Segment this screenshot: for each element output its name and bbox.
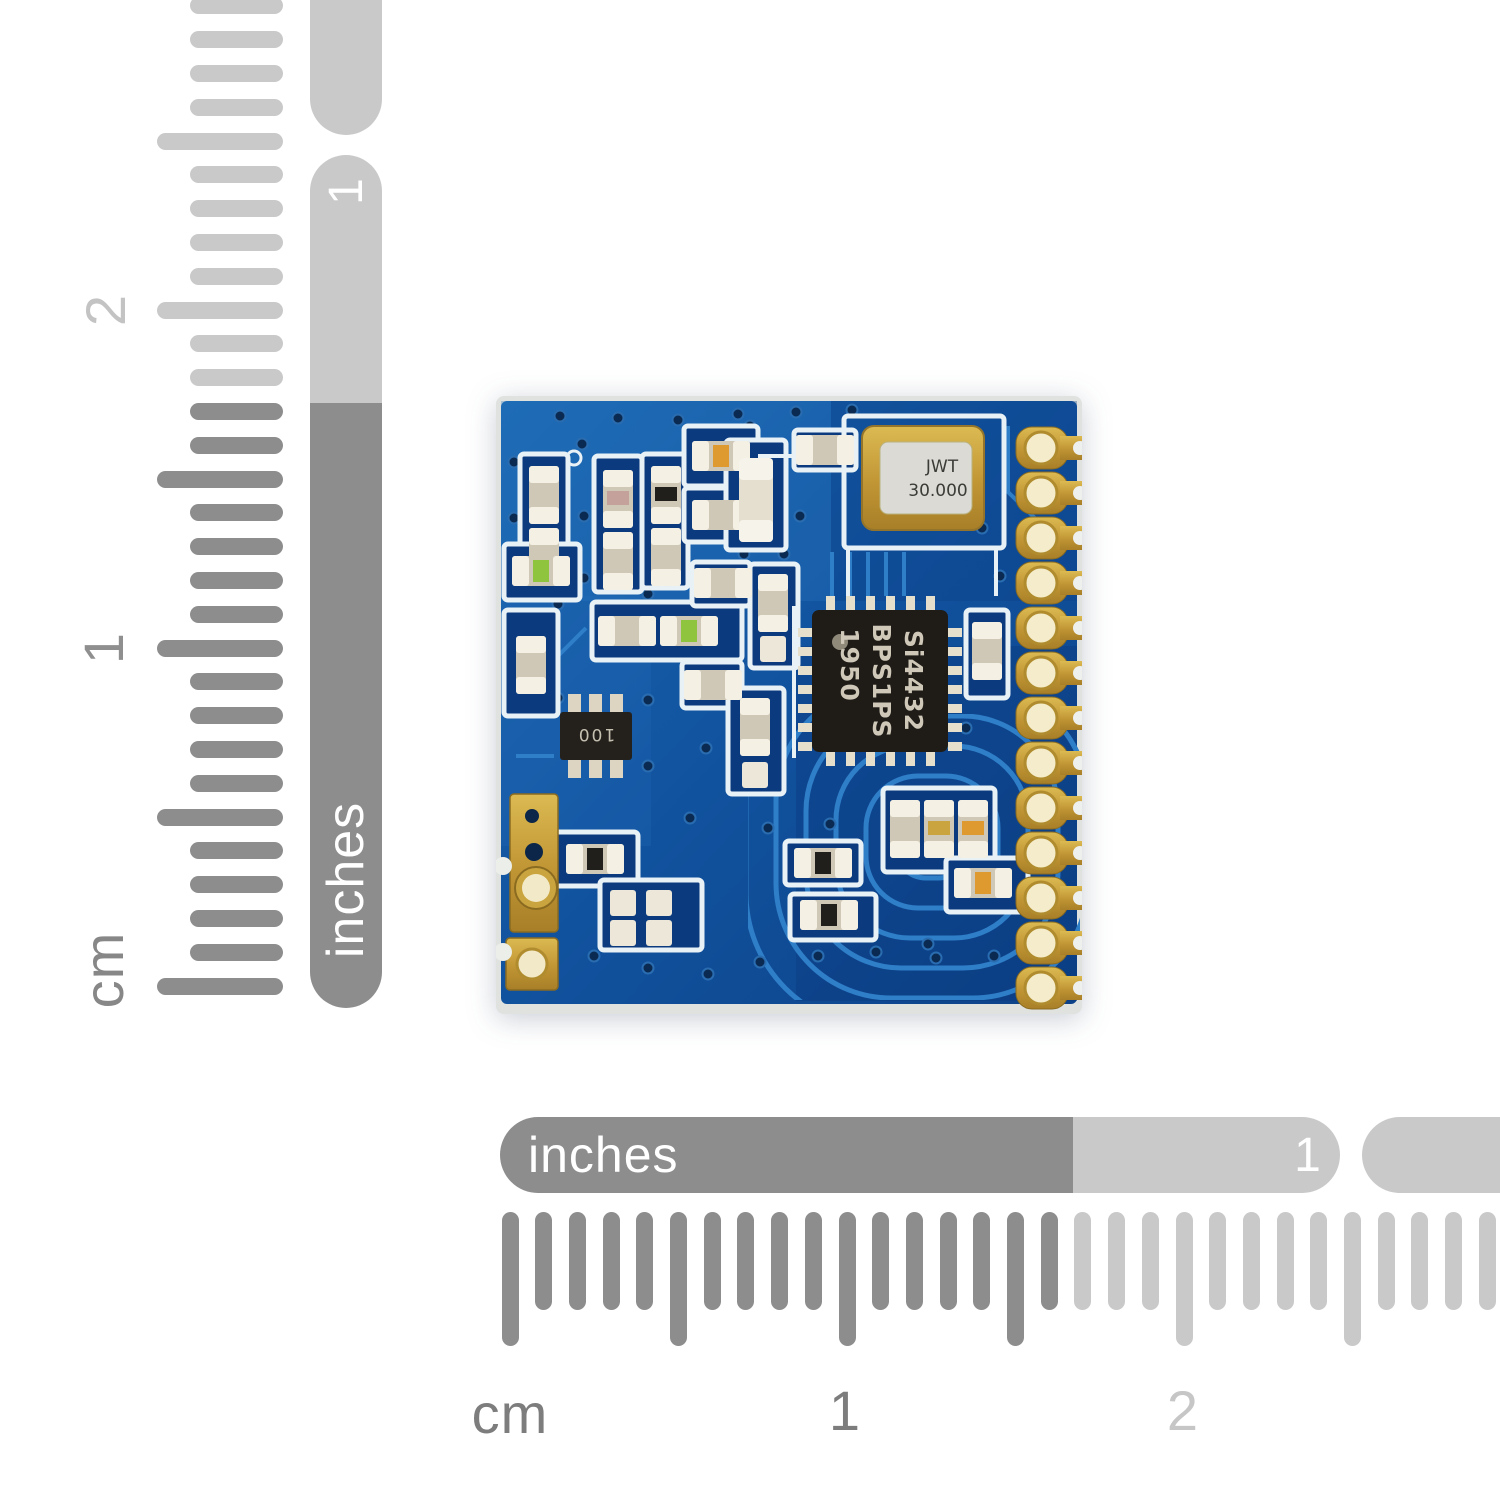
mm-minor-tick (190, 774, 283, 792)
crystal-marking-line2: 30.000 (908, 481, 967, 501)
smd-components (512, 435, 1012, 946)
mm-minor-tick (1108, 1212, 1126, 1310)
mm-minor-tick (1040, 1212, 1058, 1310)
antenna-pads (494, 793, 559, 991)
mm-minor-tick (1141, 1212, 1159, 1310)
horizontal-inches-band (500, 1117, 1340, 1193)
mm-minor-tick (568, 1212, 586, 1310)
mm-minor-tick (190, 267, 283, 285)
ic-marking-line2: BPS1PS (867, 623, 896, 738)
mm-minor-tick (535, 1212, 553, 1310)
mm-minor-tick (190, 369, 283, 387)
cm-major-tick (501, 1212, 519, 1346)
castellated-pad (1015, 561, 1087, 605)
mm-minor-tick (190, 200, 283, 218)
mm-minor-tick (190, 335, 283, 353)
mm-minor-tick (1445, 1212, 1463, 1310)
horizontal-inch-number-1: 1 (1294, 1128, 1322, 1182)
mm-minor-tick (190, 402, 283, 420)
mm-minor-tick (190, 673, 283, 691)
mm-minor-tick (1242, 1212, 1260, 1310)
mm-minor-tick (771, 1212, 789, 1310)
mm-minor-tick (190, 605, 283, 623)
mm-minor-tick (1074, 1212, 1092, 1310)
castellated-pad (1015, 606, 1087, 650)
mm-minor-tick (1377, 1212, 1395, 1310)
mm-minor-tick (190, 0, 283, 15)
cm-major-tick (157, 470, 283, 488)
mm-minor-tick (804, 1212, 822, 1310)
cm-major-tick (1175, 1212, 1193, 1346)
mm-minor-tick (190, 909, 283, 927)
ic-marking-line3: 1950 (835, 628, 864, 702)
transistor-marking: 100 (577, 724, 615, 744)
crystal-oscillator: JWT 30.000 (861, 425, 985, 531)
mm-minor-tick (1209, 1212, 1227, 1310)
mm-minor-tick (190, 98, 283, 116)
vertical-inches-unit-label: inches (317, 801, 375, 959)
mm-minor-tick (703, 1212, 721, 1310)
crystal-marking-line1: JWT (925, 457, 959, 477)
cm-major-tick (157, 808, 283, 826)
cm-major-tick (670, 1212, 687, 1346)
vertical-cm-unit-label: cm (71, 931, 135, 1009)
ic-pin1-dot (832, 634, 848, 650)
mm-minor-tick (1276, 1212, 1294, 1310)
horizontal-cm-unit-label: cm (471, 1381, 549, 1445)
cm-major-tick (1007, 1212, 1024, 1346)
castellated-pad (1015, 516, 1087, 560)
cm-major-tick (157, 132, 283, 150)
mm-minor-tick (190, 64, 283, 82)
mm-minor-tick (1478, 1212, 1496, 1310)
mm-minor-tick (190, 504, 283, 522)
mm-minor-tick (872, 1212, 890, 1310)
ic-chip-si4432: Si4432 BPS1PS 1950 (798, 596, 962, 766)
castellated-pad (1015, 696, 1087, 740)
castellated-pad (1015, 651, 1087, 695)
pcb-module: JWT 30.000 (494, 396, 1087, 1014)
mm-minor-tick (602, 1212, 620, 1310)
mm-minor-tick (190, 707, 283, 725)
mm-minor-tick (190, 842, 283, 860)
ic-marking-line1: Si4432 (899, 630, 928, 732)
cm-major-tick (157, 977, 283, 995)
mm-minor-tick (190, 166, 283, 184)
cm-major-tick (1344, 1212, 1361, 1346)
vertical-inches-band (310, 155, 382, 1008)
cm-major-tick (157, 301, 283, 319)
horizontal-inches-band-right-segment (1362, 1117, 1500, 1193)
mm-minor-tick (190, 538, 283, 556)
horizontal-inches-unit-label: inches (528, 1127, 679, 1183)
cm-major-tick (157, 639, 283, 657)
cm-major-tick (838, 1212, 856, 1346)
mm-minor-tick (973, 1212, 991, 1310)
mm-minor-tick (905, 1212, 923, 1310)
mm-minor-tick (190, 571, 283, 589)
mm-minor-tick (190, 943, 283, 961)
castellated-pad (1015, 741, 1087, 785)
horizontal-cm-number-2: 2 (1166, 1378, 1200, 1442)
vertical-inch-number-1: 1 (319, 177, 373, 205)
mm-minor-tick (190, 31, 283, 49)
mm-minor-tick (190, 876, 283, 894)
mm-minor-tick (190, 436, 283, 454)
mm-minor-tick (636, 1212, 654, 1310)
ic-pins (798, 596, 962, 766)
vertical-inches-band-upper-segment (310, 0, 382, 135)
mm-minor-tick (939, 1212, 957, 1310)
transistor-sot23: 100 (560, 694, 632, 778)
vertical-cm-number-2: 2 (73, 293, 137, 327)
mm-minor-tick (190, 740, 283, 758)
castellated-pad (1015, 966, 1087, 1010)
horizontal-cm-number-1: 1 (828, 1378, 862, 1442)
mm-minor-tick (1411, 1212, 1429, 1310)
castellated-pad (1015, 426, 1087, 470)
vertical-cm-number-1: 1 (71, 631, 135, 665)
mm-minor-tick (190, 233, 283, 251)
mm-minor-tick (1310, 1212, 1328, 1310)
mm-minor-tick (737, 1212, 755, 1310)
